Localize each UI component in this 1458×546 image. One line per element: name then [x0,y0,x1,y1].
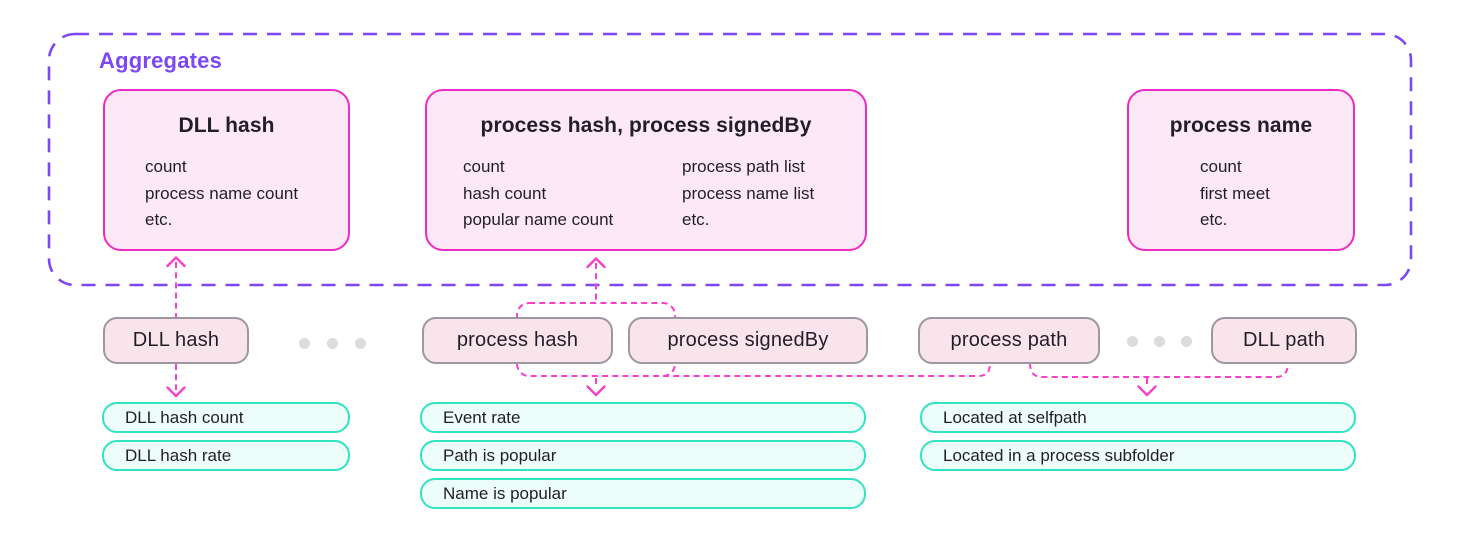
aggregate-box-title: process name [1169,114,1313,137]
aggregates-group-outline [47,32,1413,287]
aggregate-item: process name list [682,183,815,203]
arrow-up-icon [166,256,186,268]
process-path-dll-path-line [1029,362,1289,378]
ellipsis-dots [1127,336,1192,347]
aggregate-box-process-hash-signedby: process hash, process signedBy count has… [425,89,867,251]
aggregate-box-dll-hash: DLL hash count process name count etc. [103,89,350,251]
dot-icon [1154,336,1165,347]
aggregate-item: first meet [1200,183,1270,203]
field-pill-dll-path: DLL path [1211,317,1357,364]
detect-box-located-at-selfpath: Located at selfpath [920,402,1356,433]
arrow-down-icon [166,386,186,398]
group-to-process-path-line [663,363,991,377]
dot-icon [355,338,366,349]
aggregate-item: count [1200,157,1242,176]
aggregate-item: process name count [145,183,299,203]
detect-box-dll-hash-rate: DLL hash rate [102,440,350,471]
aggregate-item: count [145,157,187,176]
arrow-up-icon [586,257,606,269]
aggregate-box-process-name: process name count first meet etc. [1127,89,1355,251]
arrow-down-icon [586,385,606,397]
aggregate-item: count [463,157,505,176]
dot-icon [299,338,310,349]
aggregate-item: hash count [463,183,547,203]
detect-box-path-is-popular: Path is popular [420,440,866,471]
field-pill-process-signedby: process signedBy [628,317,868,364]
field-pill-dll-hash: DLL hash [103,317,249,364]
field-pill-process-hash: process hash [422,317,613,364]
dot-icon [1127,336,1138,347]
detect-box-name-is-popular: Name is popular [420,478,866,509]
aggregate-item: etc. [1200,210,1228,229]
arrow-down-icon [1137,385,1157,397]
dot-icon [1181,336,1192,347]
aggregate-item: etc. [145,210,173,229]
aggregate-box-title: process hash, process signedBy [480,114,812,137]
detect-box-located-in-process-subfolder: Located in a process subfolder [920,440,1356,471]
aggregate-item: etc. [682,210,710,229]
detect-box-event-rate: Event rate [420,402,866,433]
aggregate-item: process path list [682,157,805,176]
dot-icon [327,338,338,349]
ellipsis-dots [299,338,366,349]
aggregate-box-title: DLL hash [178,114,275,137]
aggregate-item: popular name count [463,210,614,229]
detect-box-dll-hash-count: DLL hash count [102,402,350,433]
field-pill-process-path: process path [918,317,1100,364]
aggregates-group-label: Aggregates [99,48,223,73]
